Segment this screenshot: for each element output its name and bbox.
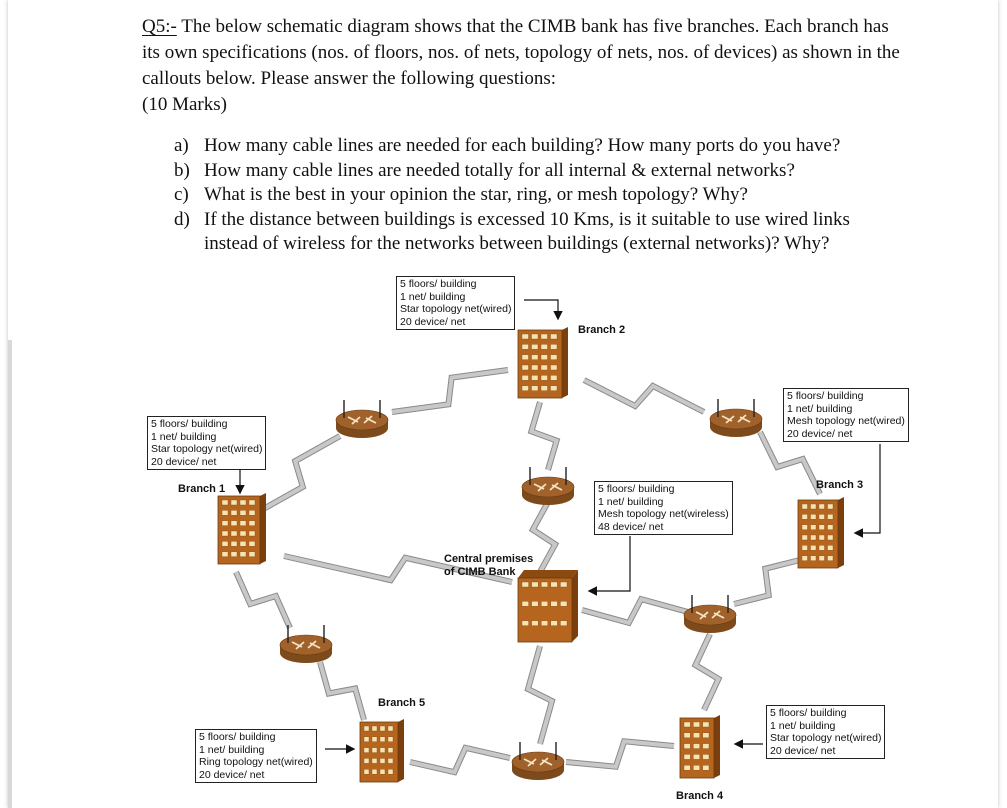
branch2-label: Branch 2 <box>578 324 626 336</box>
router-branch2-3 <box>709 399 763 437</box>
item-letter: a) <box>174 135 189 156</box>
item-letter: d) <box>174 208 190 230</box>
item-letter: b) <box>174 159 190 181</box>
central-premises-label: Central premises of CIMB Bank <box>444 553 533 578</box>
router-central-branch3 <box>683 595 737 633</box>
building-branch1 <box>217 493 266 565</box>
question-item-a: a) How many cable lines are needed for ea… <box>174 134 894 159</box>
callout-branch2: 5 floors/ building 1 net/ building Star … <box>396 276 516 331</box>
building-branch5 <box>359 719 404 783</box>
callout-line: 1 net/ building <box>598 495 664 508</box>
item-text: How many cable lines are needed for each… <box>204 135 841 156</box>
question-intro: Q5:- The below schematic diagram shows t… <box>142 14 902 92</box>
question-intro-text: The below schematic diagram shows that t… <box>142 16 900 89</box>
router-branch5-4 <box>511 742 565 780</box>
callout-line: 1 net/ building <box>400 290 466 303</box>
branch5-label: Branch 5 <box>378 697 426 709</box>
question-label: Q5:- <box>142 16 177 37</box>
router-branch1-5 <box>279 625 333 663</box>
callout-branch5: 5 floors/ building 1 net/ building Ring … <box>195 729 317 784</box>
link-router23-branch3 <box>757 430 823 496</box>
left-margin-bar <box>8 340 12 808</box>
branch1-label: Branch 1 <box>178 483 226 495</box>
link-branch2-routerC <box>527 401 561 471</box>
item-text: How many cable lines are needed totally … <box>204 159 795 181</box>
building-branch2 <box>517 327 568 399</box>
question-item-d: d) If the distance between buildings is e… <box>174 208 894 257</box>
callout-line: 48 device/ net <box>598 520 664 533</box>
callout-arrow-central <box>587 536 631 596</box>
callout-line: 20 device/ net <box>400 315 466 328</box>
callout-line: 5 floors/ building <box>199 731 276 743</box>
callout-line: Star topology net(wired) <box>770 732 882 745</box>
link-routerC-central <box>528 500 560 574</box>
link-router12-branch1 <box>256 433 342 515</box>
question-item-c: c) What is the best in your opinion the s… <box>174 183 894 208</box>
link-router15-branch5 <box>317 661 367 721</box>
central-label-line: of CIMB Bank <box>444 565 516 578</box>
link-branch2-router23 <box>582 377 706 415</box>
link-branch1-central <box>283 553 513 585</box>
question-list: a) How many cable lines are needed for ea… <box>174 134 894 257</box>
buildings <box>217 327 844 783</box>
building-central <box>517 570 578 643</box>
callout-branch4: 5 floors/ building 1 net/ building Star … <box>766 705 886 760</box>
link-branch5-router54 <box>409 744 511 776</box>
callout-line: 20 device/ net <box>199 768 265 781</box>
callout-line: 20 device/ net <box>770 744 836 757</box>
callout-line: Star topology net(wired) <box>400 303 512 316</box>
question-marks: (10 Marks) <box>142 94 227 115</box>
callout-central: 5 floors/ building 1 net/ building Mesh … <box>594 481 733 536</box>
item-text: If the distance between buildings is exc… <box>204 208 850 255</box>
callout-line: Mesh topology net(wired) <box>787 415 905 428</box>
item-letter: c) <box>174 184 189 205</box>
link-routerCB3-branch3 <box>733 557 801 607</box>
callout-arrow-branch2 <box>524 299 563 321</box>
wireless-links <box>233 367 823 776</box>
callout-arrow-branch3 <box>853 444 881 538</box>
link-central-router54 <box>524 645 556 745</box>
callout-line: Ring topology net(wired) <box>199 756 313 769</box>
callout-line: 5 floors/ building <box>400 278 477 290</box>
callout-line: 20 device/ net <box>151 455 217 468</box>
callout-line: 1 net/ building <box>199 743 265 756</box>
callout-branch1: 5 floors/ building 1 net/ building Star … <box>147 416 267 471</box>
callout-line: 20 device/ net <box>787 427 853 440</box>
building-branch4 <box>679 715 720 779</box>
branch3-label: Branch 3 <box>816 479 864 491</box>
callout-branch3: 5 floors/ building 1 net/ building Mesh … <box>783 388 909 443</box>
link-routerCB3-branch4 <box>691 632 723 712</box>
link-central-routerCB3 <box>581 595 689 627</box>
branch4-label: Branch 4 <box>676 790 724 802</box>
callout-line: 5 floors/ building <box>151 418 228 430</box>
callout-arrows <box>235 299 881 754</box>
question-item-b: b) How many cable lines are needed totall… <box>174 159 894 184</box>
callout-line: 5 floors/ building <box>770 707 847 719</box>
item-text: What is the best in your opinion the sta… <box>204 184 748 205</box>
callout-line: 1 net/ building <box>151 430 217 443</box>
callout-line: Mesh topology net(wireless) <box>598 508 729 521</box>
link-branch1-router15 <box>233 570 293 630</box>
central-label-line: Central premises <box>444 553 534 565</box>
callout-line: 1 net/ building <box>787 402 853 415</box>
link-router12-branch2 <box>391 367 509 415</box>
callout-line: 1 net/ building <box>770 719 836 732</box>
router-branch1-2 <box>335 400 389 438</box>
callout-line: 5 floors/ building <box>787 390 864 402</box>
link-router54-branch4 <box>565 738 675 770</box>
callout-line: 5 floors/ building <box>598 483 675 495</box>
routers <box>279 399 763 780</box>
callout-line: Star topology net(wired) <box>151 443 263 456</box>
building-branch3 <box>797 497 844 569</box>
router-central-north <box>521 467 575 505</box>
